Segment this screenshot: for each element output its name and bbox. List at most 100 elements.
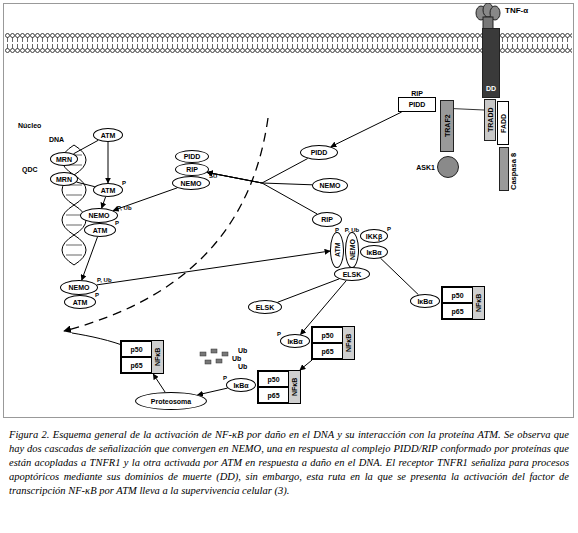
node-text: IκBα	[281, 335, 309, 347]
node-note: P, Ub	[97, 277, 112, 283]
node-note: P	[95, 292, 99, 298]
node-text: p65	[259, 388, 288, 402]
pathway-arrow	[207, 172, 317, 214]
node-text: NEMO	[61, 281, 97, 294]
death-domain: DD	[482, 28, 500, 98]
node-text: p50	[443, 288, 472, 302]
node-text: RIP	[411, 90, 423, 97]
node-text: ELSK	[249, 301, 281, 313]
node-text: NEMO	[173, 177, 209, 189]
node-text: p65	[313, 344, 342, 358]
node-text: DD	[483, 85, 499, 92]
protein-ellipse: NEMOP, Ub	[345, 232, 359, 268]
label-text: Ub	[238, 347, 247, 354]
protein-ellipse: MRN	[50, 152, 78, 166]
node-text: PIDD	[176, 151, 208, 162]
node-text: Proteosoma	[136, 393, 206, 409]
figure-frame	[4, 4, 574, 418]
node-text: NFκB	[342, 327, 354, 359]
pathway-arrow	[278, 279, 340, 302]
label-text: Núcleo	[18, 122, 41, 129]
nfkb-complex: NFκBp50p65	[441, 286, 485, 320]
node-text: ASK1	[416, 164, 435, 171]
protein-ellipse: ATM	[93, 128, 123, 142]
node-text: ELSK	[335, 268, 369, 280]
protein-box: TRAF2	[440, 100, 454, 152]
protein-ellipse: NEMOP, Ub	[80, 208, 118, 223]
protein-ellipse: Proteosoma	[135, 392, 207, 410]
protein-ellipse: NEMOP, Ub	[60, 280, 98, 295]
node-note: P, Ub	[345, 227, 360, 233]
node-text: MRN	[51, 173, 77, 185]
protein-box: p65	[442, 303, 473, 319]
node-text: p65	[443, 304, 472, 318]
node-note: P	[223, 375, 227, 381]
protein-ellipse: IκBα	[360, 245, 388, 259]
node-text: NFκB	[288, 371, 300, 403]
node-text: IKKβ	[361, 230, 387, 242]
pathway-arrow	[113, 188, 177, 211]
protein-box: p65	[121, 357, 152, 373]
node-text: RIP	[176, 164, 208, 175]
protein-ellipse: NEMOSU	[172, 176, 210, 190]
pathway-arrow	[108, 142, 109, 183]
node-text: TNF-α	[505, 7, 528, 15]
pathway-arrow	[153, 374, 165, 392]
node-text: Caspasa 8	[510, 148, 518, 190]
node-text: NFκB	[151, 341, 163, 373]
protein-box: p50	[121, 341, 152, 357]
node-text: TRAF2	[441, 101, 453, 151]
node-text: FADD	[498, 102, 508, 144]
node-text: IκBα	[361, 246, 387, 258]
node-text: ATM	[85, 224, 115, 236]
node-text: ATM	[331, 233, 343, 267]
protein-ellipse: ELSK	[334, 267, 370, 281]
node-text: NEMO	[81, 209, 117, 222]
node-note: P	[387, 226, 391, 232]
node-text: IκBα	[411, 295, 439, 307]
pathway-arrow	[77, 182, 95, 187]
node-note: P	[115, 220, 119, 226]
node-text: NEMO	[313, 179, 347, 192]
node-note: P, Ub	[117, 205, 132, 211]
node-note: SU	[209, 173, 217, 179]
protein-ellipse: ATMP	[93, 183, 123, 197]
pathway-arrow	[102, 197, 106, 208]
nfkb-complex: NFκBp50p65	[120, 340, 164, 374]
node-note: P	[122, 180, 126, 186]
node-text: ATM	[65, 296, 95, 308]
pathway-arrow	[198, 388, 228, 395]
pathway-arrow	[97, 251, 330, 285]
pathway-arrow	[74, 140, 99, 154]
node-note: P	[277, 331, 281, 337]
node-text: ATM	[94, 129, 122, 141]
protein-box: TRADD	[484, 99, 496, 141]
protein-ellipse: RIP	[175, 163, 209, 176]
label-text: Ub	[238, 363, 247, 370]
figure-caption: Figura 2. Esquema general de la activaci…	[9, 428, 569, 498]
protein-ellipse: ATMP	[330, 232, 344, 268]
pathway-arrow	[207, 159, 308, 184]
protein-ellipse: MRN	[50, 172, 78, 186]
node-text: TRADD	[485, 100, 495, 140]
protein-box: p65	[312, 343, 343, 359]
node-text: PIDD	[301, 146, 337, 159]
protein-box: p50	[442, 287, 473, 303]
label-text: Ub	[232, 355, 241, 362]
nuclear-envelope	[64, 118, 268, 331]
protein-ellipse: RIP	[312, 212, 342, 227]
nfkb-complex: NFκBp50p65	[257, 370, 301, 404]
node-text: RIP	[313, 213, 341, 226]
node-text: p50	[122, 342, 151, 356]
protein-ellipse: IκBαP	[280, 334, 310, 348]
node-note: PIDD	[399, 98, 435, 111]
node-note: P	[335, 227, 339, 233]
protein-box: Caspasa 8	[499, 147, 509, 191]
node-text: ATM	[94, 184, 122, 196]
node-text: NEMO	[346, 233, 358, 267]
protein-ellipse: IκBα	[410, 294, 440, 308]
pathway-arrow	[381, 258, 419, 295]
protein-ellipse: ELSK	[248, 300, 282, 314]
protein-ellipse: ATMP	[64, 295, 96, 309]
